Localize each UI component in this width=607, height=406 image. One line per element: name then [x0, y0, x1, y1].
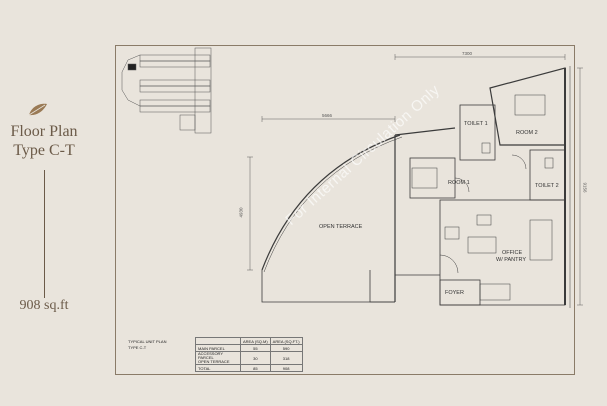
room-label-toilet1: TOILET 1 — [464, 121, 488, 127]
table-header-cell — [195, 337, 241, 345]
unit-area: 908 sq.ft — [19, 298, 69, 313]
area-table: AREA (SQ.M) AREA (SQ.FT.) MAIN PARCEL 55… — [195, 337, 303, 372]
dimension-terrace-width: 5666 — [322, 113, 333, 118]
table-cell: 55 — [240, 344, 271, 352]
table-cell: 85 — [240, 364, 271, 372]
room-label-pantry: W/ PANTRY — [496, 257, 527, 263]
table-cell: TOTAL — [195, 364, 241, 372]
table-cell: 590 — [269, 344, 303, 352]
table-row: ACCESSORY PARCEL OPEN TERRACE 30 318 — [195, 351, 303, 365]
table-header-cell: AREA (SQ.M) — [240, 337, 271, 345]
plan-frame — [115, 45, 575, 375]
table-header-row: AREA (SQ.M) AREA (SQ.FT.) — [195, 337, 303, 345]
unit-plan-caption-line1: TYPICAL UNIT PLAN — [128, 339, 167, 344]
room-label-room1: ROOM 1 — [448, 180, 470, 186]
room-label-room2: ROOM 2 — [516, 130, 538, 136]
table-cell: 30 — [240, 351, 271, 365]
table-header-cell: AREA (SQ.FT.) — [269, 337, 303, 345]
plan-title-line2: Type C-T — [13, 142, 75, 159]
dimension-right: 9156 — [582, 182, 588, 193]
table-cell-text: ACCESSORY PARCEL — [198, 351, 223, 360]
plan-title-line1: Floor Plan — [10, 123, 78, 140]
divider-line — [44, 170, 45, 298]
key-plan — [121, 47, 212, 134]
unit-plan-caption-line2: TYPE C-T — [128, 345, 147, 350]
unit-plan-caption: TYPICAL UNIT PLAN TYPE C-T — [128, 339, 166, 351]
table-row: TOTAL 85 908 — [195, 364, 303, 372]
room-label-office: OFFICE — [502, 250, 523, 256]
table-cell: 908 — [269, 364, 303, 372]
dimension-terrace-height: 4930 — [238, 207, 244, 218]
room-label-foyer: FOYER — [445, 290, 464, 296]
leaf-icon — [28, 103, 47, 116]
dimension-top: 7300 — [462, 51, 473, 56]
table-cell: ACCESSORY PARCEL OPEN TERRACE — [195, 351, 241, 365]
room-label-open-terrace: OPEN TERRACE — [319, 224, 363, 230]
table-cell-text: OPEN TERRACE — [198, 359, 230, 364]
table-cell: 318 — [269, 351, 303, 365]
room-label-toilet2: TOILET 2 — [535, 183, 559, 189]
plan-title: Floor Plan Type C-T — [0, 122, 88, 160]
